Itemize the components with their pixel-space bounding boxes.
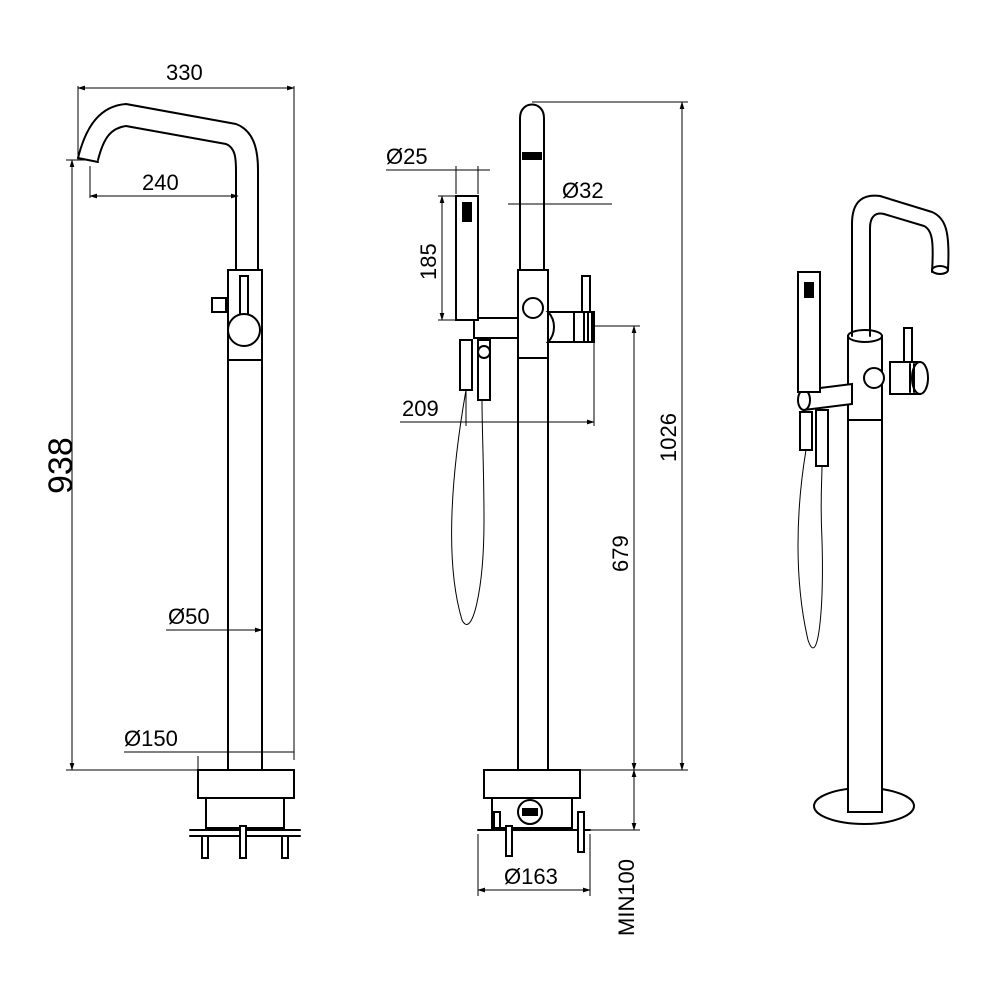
dim-dia-150-label: Ø150	[124, 726, 178, 751]
side-view: 330 240 938 Ø50 Ø150	[42, 60, 301, 859]
dimension-240: 240	[89, 166, 239, 199]
spout-front	[519, 103, 545, 271]
column-perspective	[847, 335, 883, 813]
dim-1026-label: 1026	[656, 413, 681, 462]
dimension-dia-163: Ø163	[477, 834, 591, 896]
handle-knob-side	[227, 313, 261, 347]
dim-330-label: 330	[166, 60, 203, 85]
dimension-679: 679	[594, 325, 640, 771]
lever-front	[581, 275, 591, 315]
front-view: Ø25 Ø32 185 209 1026	[386, 101, 688, 936]
perspective-view	[797, 194, 950, 825]
knob-perspective	[863, 367, 885, 389]
dimension-209: 209	[400, 342, 595, 426]
dimension-dia-32: Ø32	[508, 178, 612, 205]
hand-shower-perspective	[797, 271, 821, 393]
shower-hose	[451, 389, 485, 625]
dimension-dia-25: Ø25	[386, 144, 490, 194]
base-side	[189, 769, 301, 859]
spout-perspective	[851, 194, 950, 337]
dimension-dia-50: Ø50	[166, 604, 263, 633]
dimension-dia-150: Ø150	[124, 726, 294, 772]
aerator-front	[522, 152, 542, 160]
dim-240-label: 240	[142, 170, 179, 195]
dim-938-label: 938	[42, 437, 80, 494]
dimension-330: 330	[77, 60, 295, 760]
dim-209-label: 209	[402, 396, 439, 421]
hose-perspective	[797, 449, 823, 649]
dim-185-label: 185	[416, 243, 441, 280]
mixer-body-side	[227, 269, 263, 771]
dim-min-100-label: MIN100	[614, 859, 639, 936]
dim-dia-25-label: Ø25	[386, 144, 428, 169]
dimension-min-100: MIN100	[590, 769, 640, 936]
dim-dia-163-label: Ø163	[504, 864, 558, 889]
hand-shower-nozzle	[462, 202, 472, 222]
dimension-185: 185	[416, 195, 458, 321]
hand-shower	[455, 195, 479, 321]
dim-dia-50-label: Ø50	[168, 604, 210, 629]
shower-arm	[473, 317, 519, 339]
diverter-knob-front	[522, 297, 544, 319]
base-front	[477, 769, 591, 857]
dimension-1026: 1026	[532, 101, 688, 771]
dim-679-label: 679	[608, 535, 633, 572]
dimension-938: 938	[42, 159, 200, 771]
dim-dia-32-label: Ø32	[562, 178, 604, 203]
